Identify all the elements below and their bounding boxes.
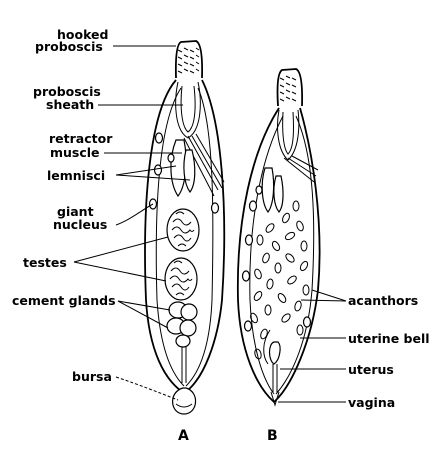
figure-letter-b: B	[267, 428, 278, 444]
specimen-b-proboscis	[278, 69, 303, 106]
label-acanthors: acanthors	[348, 293, 418, 308]
specimen-b-uterus	[273, 364, 277, 392]
labels-specimen-b: acanthors uterine bell uterus vagina	[348, 293, 430, 410]
specimen-a-cement-glands	[167, 302, 197, 347]
specimen-b-uterine-bell	[270, 342, 281, 364]
label-vagina: vagina	[348, 395, 395, 410]
label-muscle: muscle	[50, 145, 100, 160]
label-sheath: sheath	[46, 97, 94, 112]
specimen-a-testes	[165, 209, 199, 300]
specimen-a-proboscis	[176, 41, 202, 78]
figure-letter-a: A	[178, 428, 189, 444]
label-lemnisci: lemnisci	[47, 168, 105, 183]
label-nucleus: nucleus	[53, 217, 107, 232]
specimen-a	[145, 41, 224, 414]
label-uterine-bell: uterine bell	[348, 331, 430, 346]
label-bursa: bursa	[72, 369, 112, 384]
label-cement-glands: cement glands	[12, 293, 116, 308]
label-uterus: uterus	[348, 362, 394, 377]
label-retractor: retractor	[49, 131, 113, 146]
label-hooked-proboscis: proboscis	[35, 39, 103, 54]
specimen-a-bursa	[173, 388, 196, 414]
specimen-b	[238, 69, 320, 405]
label-testes: testes	[23, 255, 67, 270]
labels-specimen-a: hooked proboscis proboscis sheath retrac…	[12, 27, 116, 384]
specimen-b-acanthors	[249, 201, 309, 360]
